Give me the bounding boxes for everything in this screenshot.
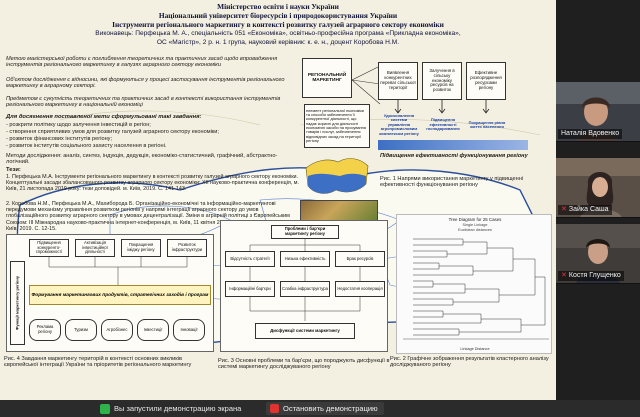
participant-tile-3[interactable]: ✕ Костя Глущенко [556, 224, 640, 284]
diagram4-bottom-1: Реклама регіону [29, 319, 61, 341]
fig3-caption: Рис. 3 Основні проблеми та бар'єри, що п… [218, 358, 390, 371]
diagram1-arrows [394, 100, 490, 114]
dendrogram-chart: Tree Diagram for 25 Cases Single Linkage… [396, 214, 552, 354]
task-item-1: - розкрити політику щодо залучення інвес… [6, 122, 151, 128]
stop-share-label: Остановить демонстрацию [283, 404, 378, 413]
diagram4-bottom-2: Туризм [65, 319, 97, 341]
diagram4-top-3: Покращення іміджу регіону [121, 239, 161, 257]
diagram4: Підвищення конкуренто-спроможності Актив… [6, 234, 214, 352]
dendrogram-subtitle: Single Linkage [462, 223, 488, 227]
diagram1-col2: Залучення в сільську економіку ресурсів … [422, 62, 462, 100]
supervisor-line: ОС «Магістр», 2 р. н. 1 група, науковий … [156, 39, 400, 46]
university-line: Національний університет біоресурсів і п… [158, 11, 398, 20]
diagram1-col1: Виявлення конкурентних переваг сільської… [378, 62, 418, 100]
diagram3-box-4: Інформаційні бар'єри [225, 281, 275, 297]
diagram4-top-4: Розвиток інфраструктури [167, 239, 207, 257]
diagram3-box-1: Відсутність стратегії [225, 251, 275, 267]
regional-marketing-box: РЕГІОНАЛЬНИЙ МАРКЕТИНГ [302, 58, 352, 98]
participant-tile-2[interactable]: ✕ Зайка Саша [556, 158, 640, 218]
author-line: Виконавець: Перфецька М. А., спеціальніс… [95, 30, 461, 37]
participant-name-tag: ✕ Зайка Саша [558, 205, 612, 215]
task-item-2: - створення сприятливих умов для розвитк… [6, 129, 219, 135]
stop-icon [270, 404, 279, 413]
diagram4-banner: Формування маркетингових продуктів, стра… [29, 285, 211, 305]
fig1-caption: Рис. 1 Напрями використання маркетингу у… [380, 176, 524, 189]
diagram1-col3: Ефективне розпорядження ресурсами регіон… [466, 62, 506, 100]
efficiency-arrow-bar [378, 140, 528, 150]
diagram3: Проблеми і бар'єри маркетингу регіону Ві… [220, 220, 388, 352]
task-item-3: - розвиток фінансових інститутів регіону… [6, 136, 113, 142]
diagram4-bottom-4: Інвестиції [137, 319, 169, 341]
ukraine-flag-map [305, 158, 369, 194]
dendrogram-tree [403, 238, 549, 340]
thesis-1: 1. Перфецька М.А. Інструменти регіональн… [6, 174, 299, 193]
participant-tile-1[interactable]: Наталія Вдовенко [556, 82, 640, 142]
methods-paragraph: Методи дослідження: аналіз, синтез, інду… [6, 153, 278, 166]
mic-muted-icon: ✕ [561, 272, 567, 279]
mic-muted-icon: ✕ [561, 206, 567, 213]
theses-heading: Тези: [6, 167, 21, 173]
diagram4-top-1: Підвищення конкуренто-спроможності [29, 239, 69, 257]
participant-name-tag: ✕ Костя Глущенко [558, 271, 624, 281]
participant-name-tag: Наталія Вдовенко [558, 129, 623, 139]
diagram3-box-5: Слабка інфраструктура [280, 281, 330, 297]
diagram4-side-label: Функції маркетингу регіону [10, 261, 25, 345]
marketing-elements-box: елемент регіональної економіки та способ… [304, 104, 370, 148]
diagram4-bottom-5: Інновації [173, 319, 205, 341]
screen-share-bar: Вы запустили демонстрацию экрана Останов… [0, 400, 640, 417]
diagram3-bottom: Дисфункції системи маркетингу [255, 323, 355, 339]
dendrogram-xlabel: Linkage Distance [460, 347, 490, 351]
object-paragraph: Об'єктом дослідження є відносини, які фо… [6, 77, 285, 90]
participant-name-2: Зайка Саша [568, 206, 609, 213]
diagram3-box-2: Низька ефективність [280, 251, 330, 267]
diagram3-connectors [249, 239, 361, 321]
participant-name-1: Наталія Вдовенко [561, 130, 620, 137]
participant-name-3: Костя Глущенко [568, 272, 621, 279]
diagram1-b2: Підвищення ефективності господарювання [426, 117, 460, 132]
diagram3-box-6: Недостатня кооперація [335, 281, 385, 297]
thesis-2: 2. Коробова Н.М., Перфецька М.А., Махибо… [6, 201, 291, 232]
task-item-4: - розвиток інститутів соціального захист… [6, 143, 167, 149]
dendrogram-distance: Euclidean distances [458, 228, 492, 232]
goal-paragraph: Метою магістерської роботи є поглиблення… [6, 56, 278, 69]
fig4-caption: Рис. 4 Завдання маркетингу територій в к… [4, 356, 192, 369]
diagram4-connectors [48, 257, 188, 285]
share-status: Вы запустили демонстрацию экрана [100, 402, 241, 415]
poster-title: Інструменти регіонального маркетингу в к… [112, 20, 444, 29]
shared-poster: Міністерство освіти і науки України Наці… [0, 0, 556, 400]
diagram1-b3: Покращення рівня життя населення [468, 119, 506, 129]
diagram3-top: Проблеми і бар'єри маркетингу регіону [271, 225, 339, 239]
diagram1-b1: Удосконалення системи управління агропро… [379, 113, 419, 136]
connector-lines [352, 65, 381, 105]
stop-share-button[interactable]: Остановить демонстрацию [266, 402, 384, 415]
share-status-text: Вы запустили демонстрацию экрана [114, 404, 242, 413]
diagram3-box-3: Брак ресурсів [335, 251, 385, 267]
dendrogram-title: Tree Diagram for 25 Cases [448, 217, 502, 222]
tasks-heading: Для досягнення поставленої мети сформуль… [6, 114, 202, 120]
diagram4-bottom-3: Агробізнес [101, 319, 133, 341]
ministry-line: Міністерство освіти і науки України [217, 2, 339, 11]
subject-paragraph: Предметом є сукупність теоретичних та пр… [6, 96, 281, 109]
screen-share-icon [100, 403, 110, 414]
diagram4-top-2: Активізація інвестиційної діяльності [75, 239, 115, 257]
efficiency-label: Підвищення ефективності функціонування р… [380, 153, 528, 159]
fig2-caption: Рис. 2 Графічне зображення результатів к… [390, 356, 549, 369]
